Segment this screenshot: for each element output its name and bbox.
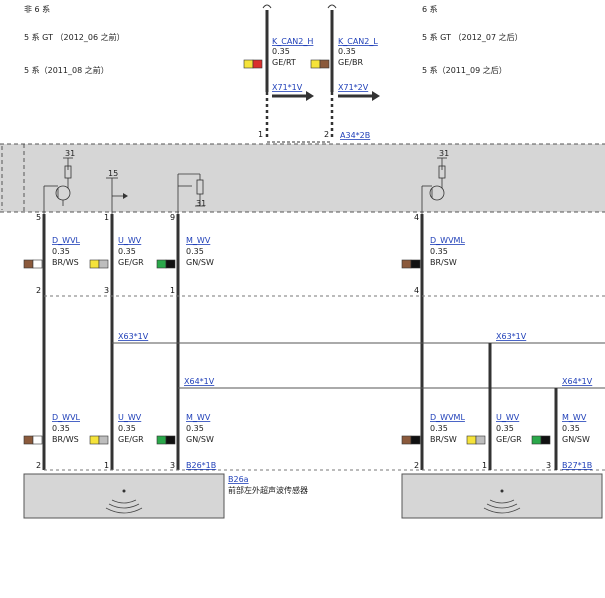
wires-upper xyxy=(42,214,605,471)
sensor-left-connector[interactable]: B26*1B xyxy=(186,461,216,470)
supply-label-left: 15 xyxy=(108,169,118,178)
swatch-sensor-right-3 xyxy=(531,435,551,445)
variant-left-2: 5 系 GT （2012_06 之前） xyxy=(24,32,125,42)
module-wire-left-1-name[interactable]: D_WVL xyxy=(52,236,81,245)
transistor-symbol-left xyxy=(43,157,73,214)
sensor-right-wire-1-color: BR/SW xyxy=(430,435,457,444)
sensor-left-component-id[interactable]: B26a xyxy=(228,475,249,484)
can-h-size: 0.35 xyxy=(272,47,290,56)
sensor-right-wire-2-color: GE/GR xyxy=(496,435,522,444)
module-wire-left-2-name[interactable]: U_WV xyxy=(118,236,142,245)
module-wire-left-3-size: 0.35 xyxy=(186,247,204,256)
can-h-color: GE/RT xyxy=(272,58,296,67)
variant-right-1: 6 系 xyxy=(422,4,438,14)
variant-left-3: 5 系（2011_08 之前） xyxy=(24,65,109,75)
harness-pin-left-2: 3 xyxy=(104,286,109,295)
sensor-right-pin-1: 2 xyxy=(414,461,419,470)
module-wire-left-2-color: GE/GR xyxy=(118,258,144,267)
sensor-right-wire-1-name[interactable]: D_WVML xyxy=(430,413,465,422)
harness-pin-right: 4 xyxy=(414,286,419,295)
sensor-left-wire-3-name[interactable]: M_WV xyxy=(186,413,211,422)
module-wire-right-name[interactable]: D_WVML xyxy=(430,236,465,245)
sensor-left-wire-1-color: BR/WS xyxy=(52,435,79,444)
sensor-left-pin-3: 3 xyxy=(170,461,175,470)
swatch-sensor-left-2 xyxy=(89,435,109,445)
can-h-color-swatch xyxy=(243,59,263,69)
sensor-right-wire-1-size: 0.35 xyxy=(430,424,448,433)
supply-symbol-left xyxy=(106,177,128,214)
ground-label-left-2: 31 xyxy=(196,199,206,208)
sensor-left-wire-2-size: 0.35 xyxy=(118,424,136,433)
resistor-symbol-left xyxy=(177,173,205,214)
sensor-left-wire-1-size: 0.35 xyxy=(52,424,70,433)
module-wire-left-3-color: GN/SW xyxy=(186,258,214,267)
module-wire-left-2-size: 0.35 xyxy=(118,247,136,256)
sensor-left-wire-2-color: GE/GR xyxy=(118,435,144,444)
sensor-right-wire-2-name[interactable]: U_WV xyxy=(496,413,520,422)
sensor-right-pin-2: 1 xyxy=(482,461,487,470)
module-pin-right: 4 xyxy=(414,213,419,222)
sensor-left-wire-2-name[interactable]: U_WV xyxy=(118,413,142,422)
splice-lines xyxy=(112,342,605,470)
can-l-pin: 2 xyxy=(324,130,329,139)
sensor-left-component-name: 前部左外超声波传感器 xyxy=(228,485,308,495)
can-l-color: GE/BR xyxy=(338,58,363,67)
splice-1-right[interactable]: X63*1V xyxy=(496,332,527,341)
sensor-left-pin-1: 2 xyxy=(36,461,41,470)
sensor-right-box xyxy=(401,473,603,519)
swatch-sensor-right-1 xyxy=(401,435,421,445)
splice-1-left[interactable]: X63*1V xyxy=(118,332,149,341)
module-connector[interactable]: A34*2B xyxy=(340,131,370,140)
can-l-connector[interactable]: X71*2V xyxy=(338,83,369,92)
harness-pin-left-1: 2 xyxy=(36,286,41,295)
module-wire-right-color: BR/SW xyxy=(430,258,457,267)
sensor-left-box xyxy=(23,473,225,519)
variant-right-3: 5 系（2011_09 之后） xyxy=(422,65,507,75)
swatch-sensor-left-3 xyxy=(156,435,176,445)
sensor-right-wire-2-size: 0.35 xyxy=(496,424,514,433)
variant-left-1: 非 6 系 xyxy=(24,4,50,14)
module-pin-left-1: 5 xyxy=(36,213,41,222)
can-h-connector[interactable]: X71*1V xyxy=(272,83,303,92)
can-l-color-swatch xyxy=(310,59,330,69)
sensor-left-wire-1-name[interactable]: D_WVL xyxy=(52,413,81,422)
swatch-module-left-2 xyxy=(89,259,109,269)
can-bus xyxy=(262,4,380,143)
swatch-module-left-1 xyxy=(23,259,43,269)
harness-pin-left-3: 1 xyxy=(170,286,175,295)
swatch-sensor-right-2 xyxy=(466,435,486,445)
sensor-right-pin-3: 3 xyxy=(546,461,551,470)
sensor-right-wire-3-color: GN/SW xyxy=(562,435,590,444)
can-l-name[interactable]: K_CAN2_L xyxy=(338,37,378,46)
sensor-right-wire-3-size: 0.35 xyxy=(562,424,580,433)
sensor-right-wire-3-name[interactable]: M_WV xyxy=(562,413,587,422)
sensor-left-wire-3-size: 0.35 xyxy=(186,424,204,433)
sensor-left-wire-3-color: GN/SW xyxy=(186,435,214,444)
ground-label-right: 31 xyxy=(439,149,449,158)
can-h-pin: 1 xyxy=(258,130,263,139)
module-wire-left-1-size: 0.35 xyxy=(52,247,70,256)
swatch-module-left-3 xyxy=(156,259,176,269)
can-h-name[interactable]: K_CAN2_H xyxy=(272,37,313,46)
module-pin-left-3: 9 xyxy=(170,213,175,222)
module-wire-right-size: 0.35 xyxy=(430,247,448,256)
ground-label-left-1: 31 xyxy=(65,149,75,158)
control-module xyxy=(0,143,605,213)
module-pin-left-2: 1 xyxy=(104,213,109,222)
transistor-symbol-right xyxy=(421,157,447,214)
sensor-left-pin-2: 1 xyxy=(104,461,109,470)
splice-2-right[interactable]: X64*1V xyxy=(562,377,593,386)
swatch-sensor-left-1 xyxy=(23,435,43,445)
swatch-module-right xyxy=(401,259,421,269)
sensor-right-connector[interactable]: B27*1B xyxy=(562,461,592,470)
variant-right-2: 5 系 GT （2012_07 之后） xyxy=(422,32,523,42)
module-wire-left-1-color: BR/WS xyxy=(52,258,79,267)
can-l-size: 0.35 xyxy=(338,47,356,56)
splice-2-left[interactable]: X64*1V xyxy=(184,377,215,386)
module-wire-left-3-name[interactable]: M_WV xyxy=(186,236,211,245)
